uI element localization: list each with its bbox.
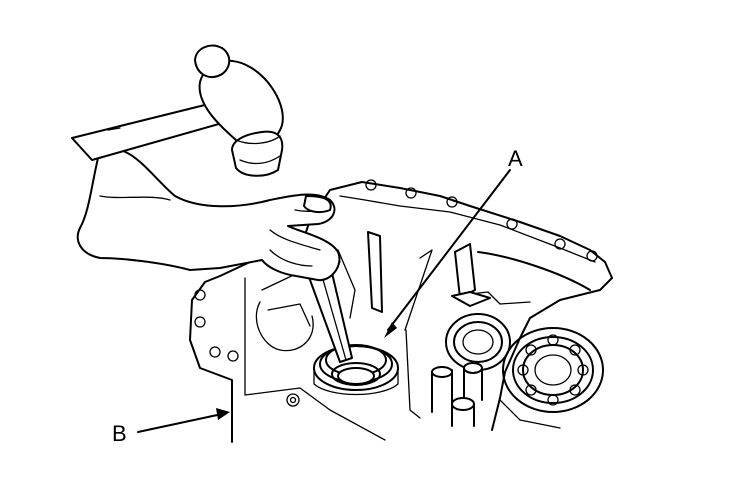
callout-a: A <box>384 146 523 338</box>
seal-bore <box>313 344 399 396</box>
bearing-assembly <box>405 243 604 429</box>
callout-a-label: A <box>508 146 523 171</box>
hand-holding-punch <box>76 147 341 282</box>
hammer <box>71 44 284 177</box>
callout-b: B <box>112 408 230 446</box>
bearing-balls <box>517 334 589 406</box>
callout-b-label: B <box>112 421 127 446</box>
transmission-housing <box>189 179 613 443</box>
